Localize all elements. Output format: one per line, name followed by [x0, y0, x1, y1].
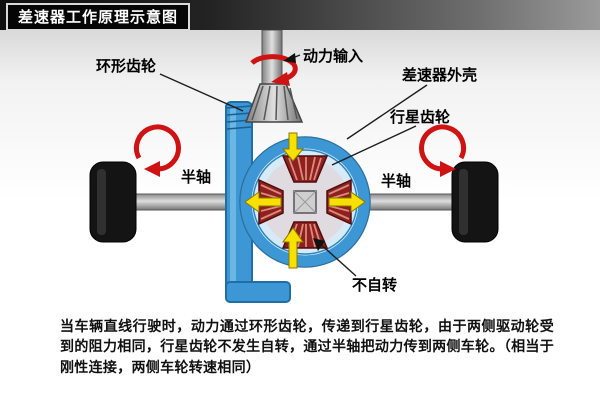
label-half-shaft-left: 半轴: [181, 168, 211, 186]
label-ring-gear: 环形齿轮: [96, 57, 156, 75]
page-title: 差速器工作原理示意图: [6, 3, 191, 31]
drive-pinion-gear: [244, 83, 304, 123]
leader-line-no-rotation: [316, 240, 357, 277]
label-half-shaft-right: 半轴: [381, 172, 411, 190]
description-text: 当车辆直线行驶时，动力通过环形齿轮，传递到行星齿轮，由于两侧驱动轮受到的阻力相同…: [60, 318, 554, 375]
housing-foot: [225, 281, 291, 303]
right-wheel: [451, 161, 499, 243]
rotation-arrow-left-wheel: [133, 124, 181, 172]
no-rotation-arrowhead: [313, 238, 325, 251]
power-flow-arrows: [244, 132, 366, 269]
right-axle-shaft: [357, 193, 461, 211]
leader-line-ring-gear: [159, 73, 244, 112]
diagram-area: 动力输入 环形齿轮 差速器外壳 行星齿轮 半轴 半轴 不自转: [0, 30, 600, 315]
label-power-input: 动力输入: [303, 47, 363, 65]
power-flow-arrow-left: [244, 191, 282, 213]
rotation-arrows: [133, 54, 467, 177]
power-flow-arrow-right: [328, 191, 366, 213]
label-no-rotation: 不自转: [352, 276, 397, 294]
title-banner: 差速器工作原理示意图: [0, 0, 600, 31]
label-planet-gear: 行星齿轮: [389, 108, 450, 126]
leader-lines: [159, 54, 428, 277]
leader-line-planet-gear: [331, 125, 417, 166]
leader-line-differential-housing: [346, 84, 428, 140]
planet-gear-assembly: [258, 155, 352, 249]
rotation-arrow-right-wheel: [419, 124, 467, 172]
left-wheel: [89, 161, 137, 243]
label-differential-housing: 差速器外壳: [402, 66, 477, 84]
differential-diagram: 动力输入 环形齿轮 差速器外壳 行星齿轮 半轴 半轴 不自转: [89, 30, 499, 303]
power-flow-arrow-up: [282, 227, 304, 269]
power-input-arrowhead: [283, 53, 296, 63]
power-flow-arrow-down: [281, 132, 305, 162]
